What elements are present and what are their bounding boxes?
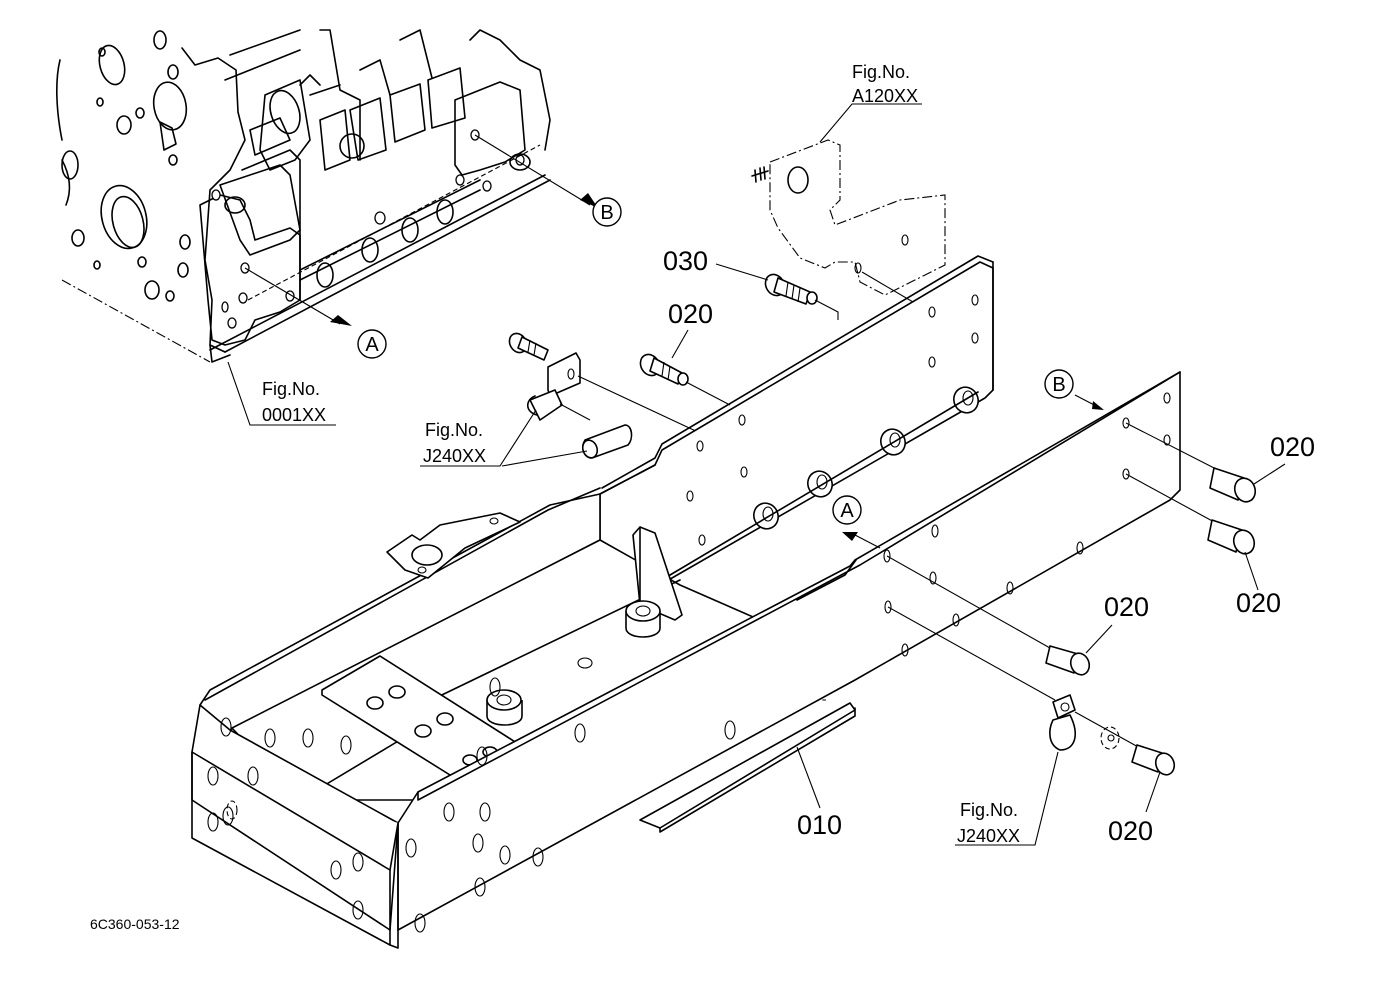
view-marker-letter: B: [1052, 374, 1065, 396]
view-marker-frame-b: B: [1044, 369, 1104, 410]
bolt-020-e-assembly[interactable]: 020: [887, 606, 1177, 846]
view-marker-letter: B: [600, 202, 613, 224]
callout-label: 010: [797, 810, 842, 840]
view-marker-letter: A: [840, 500, 854, 522]
frame-010[interactable]: 010: [191, 255, 1181, 949]
bolt-020-d[interactable]: 020: [886, 555, 1149, 677]
figure-reference-label: Fig.No.: [425, 420, 483, 440]
figure-reference-label: Fig.No.: [262, 379, 320, 399]
figure-reference-a120xx[interactable]: Fig.No. A120XX: [852, 62, 918, 106]
callout-label: 020: [668, 299, 713, 329]
view-marker-engine-b: B: [592, 197, 622, 227]
callout-label: 020: [1104, 592, 1149, 622]
floor-collar: [625, 600, 661, 638]
figure-reference-number[interactable]: J240XX: [957, 826, 1020, 846]
view-marker-frame-a: A: [832, 495, 881, 549]
callout-label: 020: [1236, 588, 1281, 618]
view-marker-engine-a: A: [357, 329, 387, 359]
figure-reference-j240xx-right[interactable]: Fig.No. J240XX: [957, 800, 1020, 846]
view-marker-letter: A: [365, 334, 379, 356]
floor-collar: [486, 689, 523, 726]
engine-block: [56, 29, 598, 426]
callout-label: 030: [663, 246, 708, 276]
figure-reference-number[interactable]: 0001XX: [262, 405, 326, 425]
figure-reference-number[interactable]: J240XX: [423, 446, 486, 466]
left-clamp-assembly: [420, 332, 701, 467]
bolt-020-b[interactable]: 020: [1125, 422, 1315, 505]
bolt-020-c[interactable]: 020: [1125, 473, 1281, 618]
figure-reference-label: Fig.No.: [960, 800, 1018, 820]
figure-reference-number[interactable]: A120XX: [852, 86, 918, 106]
figure-reference-j240xx-left[interactable]: Fig.No. J240XX: [423, 420, 486, 466]
bolt-030[interactable]: 030: [663, 246, 839, 320]
bolt-020-a[interactable]: 020: [637, 299, 731, 406]
figure-reference-0001xx[interactable]: Fig.No. 0001XX: [262, 379, 326, 425]
callout-label: 020: [1108, 816, 1153, 846]
figure-reference-label: Fig.No.: [852, 62, 910, 82]
drawing-code: 6C360-053-12: [90, 916, 180, 932]
callout-label: 020: [1270, 432, 1315, 462]
